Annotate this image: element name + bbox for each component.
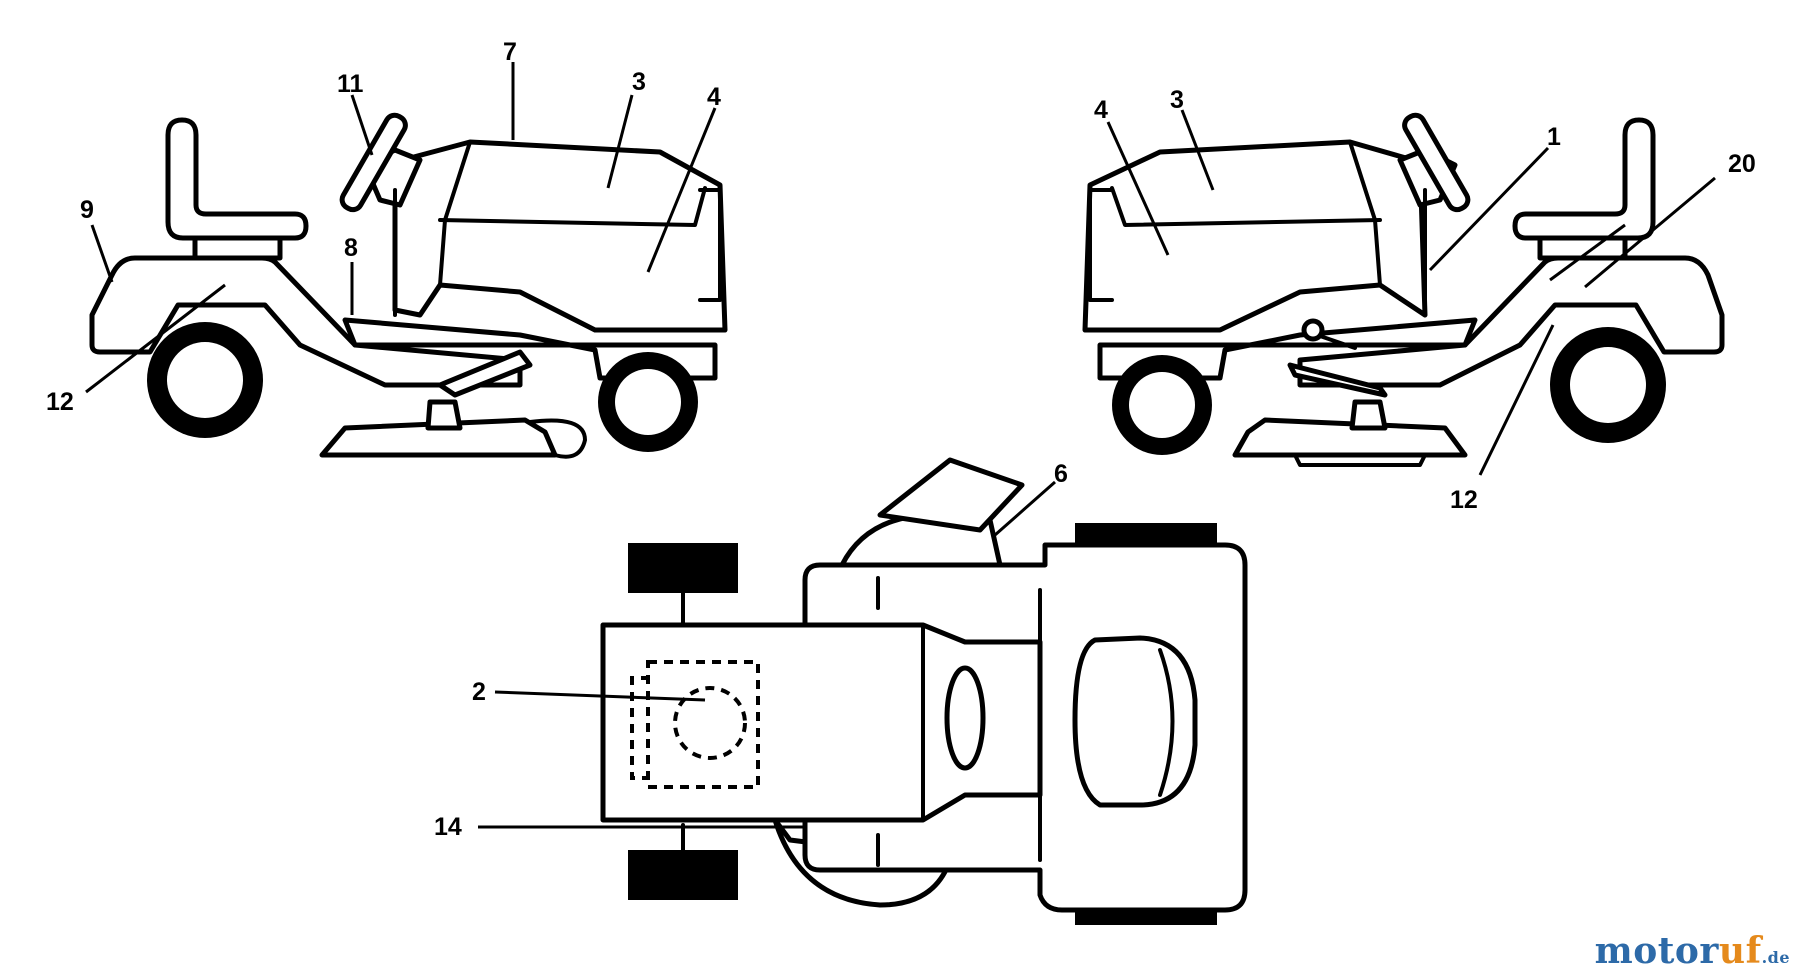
seat (1512, 117, 1656, 241)
callout-1: 1 (1547, 123, 1561, 151)
callout-4: 4 (707, 83, 721, 111)
watermark-logo: motoruf.de (1595, 930, 1790, 972)
watermark-text-accent: uf (1718, 930, 1762, 972)
rear-fender (89, 255, 523, 388)
front-left-tire (628, 543, 738, 593)
seat-base (192, 235, 283, 261)
hood (600, 622, 1043, 823)
hood (392, 139, 728, 333)
engine-outline (646, 660, 760, 789)
tractor-right-side-view: 4 3 1 20 12 (1082, 86, 1756, 514)
callout-4: 4 (1094, 96, 1108, 124)
seat (165, 117, 309, 241)
callout-14: 14 (434, 813, 462, 841)
callout-3: 3 (632, 68, 646, 96)
callout-9: 9 (80, 196, 94, 224)
watermark-text-main: motor (1594, 930, 1719, 972)
hood (1082, 139, 1428, 333)
callout-12: 12 (46, 388, 74, 416)
callout-2: 2 (472, 678, 486, 706)
callout-12: 12 (1450, 486, 1478, 514)
steering-wheel (1402, 112, 1471, 213)
front-right-tire (628, 850, 738, 900)
seat (1072, 635, 1198, 808)
mower-deck (319, 417, 558, 458)
callout-6: 6 (1054, 460, 1068, 488)
steering-wheel-top (944, 665, 986, 771)
rear-fender (1297, 255, 1725, 388)
air-filter-outline (673, 686, 747, 760)
tractor-top-view: 6 2 14 (434, 457, 1248, 925)
steering-wheel (339, 112, 408, 213)
callout-7: 7 (503, 38, 517, 66)
callout-20: 20 (1728, 150, 1756, 178)
callout-11: 11 (337, 70, 364, 98)
watermark-tld: .de (1761, 948, 1790, 967)
callout-8: 8 (344, 234, 358, 262)
discharge-chute (877, 457, 1025, 533)
callout-3: 3 (1170, 86, 1184, 114)
rear-left-tire (1075, 523, 1217, 545)
mower-deck (1232, 417, 1468, 458)
lever-knob (1301, 318, 1325, 342)
tractor-left-side-view: 11 7 3 4 9 8 12 (46, 38, 728, 459)
